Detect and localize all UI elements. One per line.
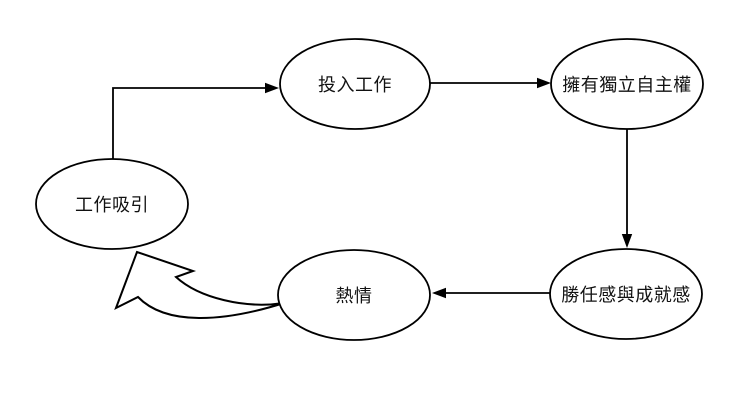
node-passion[interactable]: 熱情 bbox=[277, 249, 431, 341]
node-work-attraction[interactable]: 工作吸引 bbox=[35, 158, 189, 250]
node-ellipse[interactable] bbox=[277, 249, 431, 341]
node-ellipse[interactable] bbox=[549, 248, 703, 340]
node-engage-work[interactable]: 投入工作 bbox=[279, 38, 431, 130]
node-ellipse[interactable] bbox=[279, 38, 431, 130]
node-label-passion: 熱情 bbox=[336, 286, 373, 306]
node-label-work-attraction: 工作吸引 bbox=[75, 195, 149, 215]
arrowhead-down-icon bbox=[621, 234, 633, 248]
node-competence-achievement[interactable]: 勝任感與成就感 bbox=[549, 248, 703, 340]
edge-engage-work-to-autonomy bbox=[430, 77, 551, 89]
edge-line bbox=[112, 87, 265, 160]
node-ellipse[interactable] bbox=[35, 158, 189, 250]
node-label-competence-achievement: 勝任感與成就感 bbox=[561, 285, 691, 305]
edge-competence-to-passion bbox=[432, 287, 550, 299]
edge-work-attraction-to-engage-work bbox=[112, 82, 279, 160]
edge-autonomy-to-competence bbox=[621, 129, 633, 248]
node-label-autonomy: 擁有獨立自主權 bbox=[562, 75, 692, 95]
arrowhead-left-icon bbox=[432, 287, 446, 299]
arrowhead-right-icon bbox=[537, 77, 551, 89]
edge-passion-to-work-attraction bbox=[114, 250, 285, 319]
node-autonomy[interactable]: 擁有獨立自主權 bbox=[550, 38, 704, 130]
node-label-engage-work: 投入工作 bbox=[318, 75, 392, 95]
node-ellipse[interactable] bbox=[550, 38, 704, 130]
curved-hollow-arrow-icon bbox=[114, 250, 285, 319]
arrowhead-right-icon bbox=[265, 82, 279, 94]
